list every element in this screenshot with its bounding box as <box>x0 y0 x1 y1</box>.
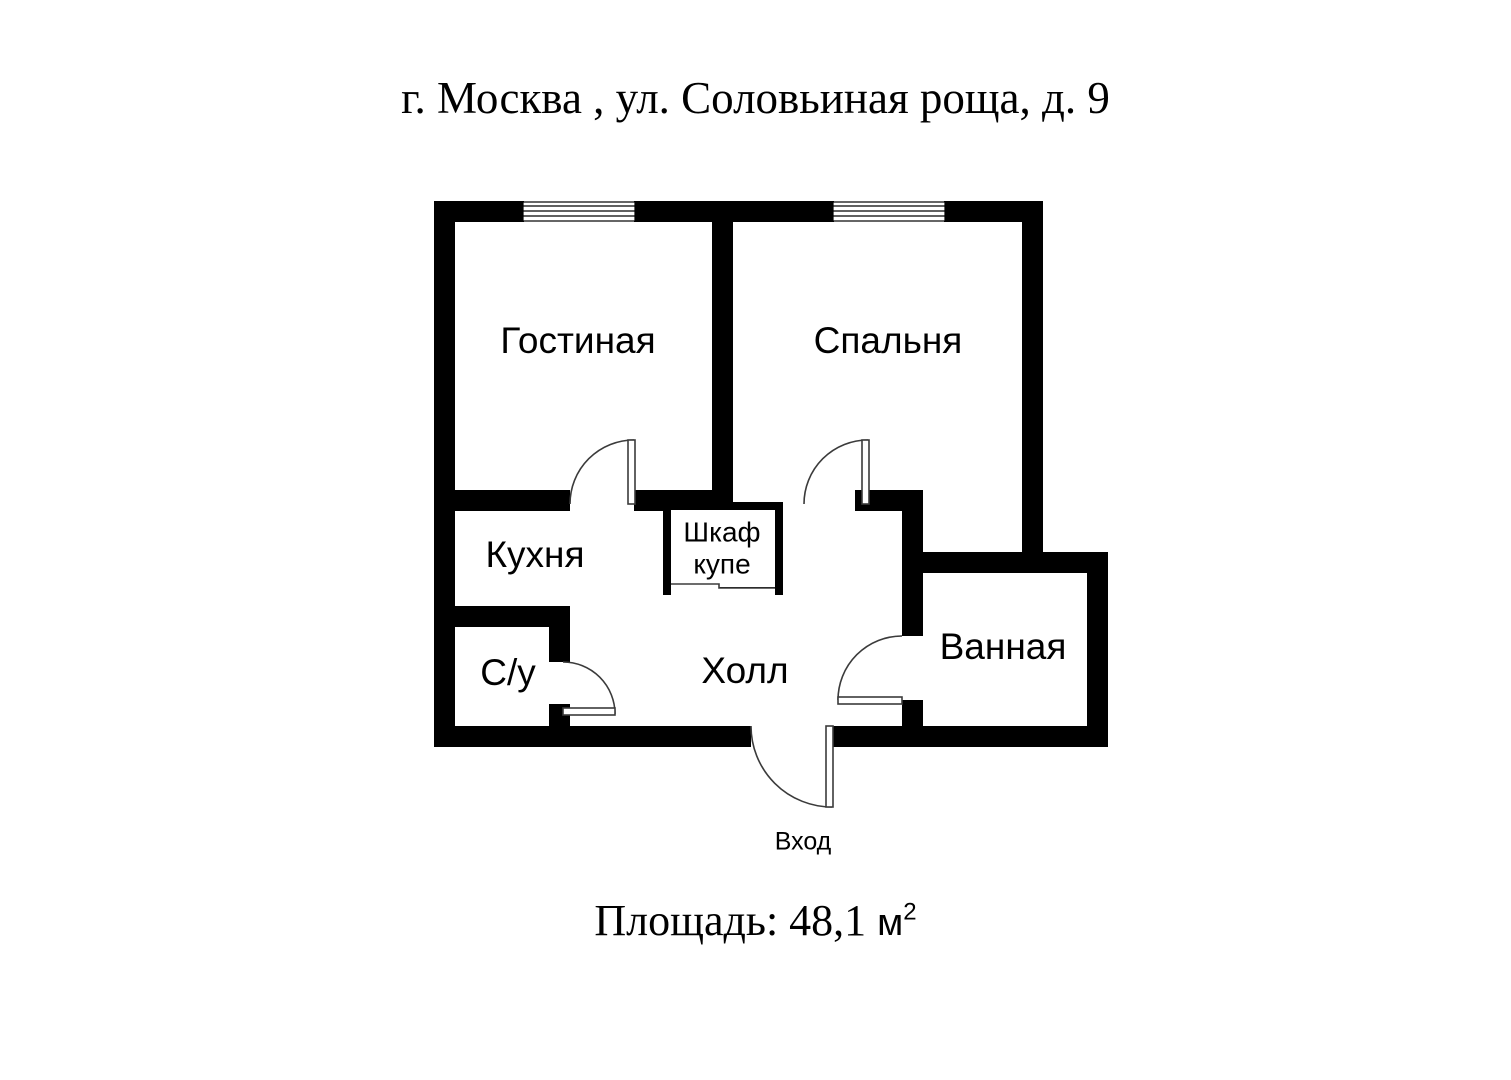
wall-top-middle-segment <box>634 201 834 222</box>
wall-kitchen-top <box>434 490 570 511</box>
wall-bathroom-right <box>1087 552 1108 747</box>
wall-top-left-segment <box>434 201 524 222</box>
wall-bathroom-left-upper <box>902 490 923 573</box>
page-title: г. Москва , ул. Соловьиная роща, д. 9 <box>401 73 1110 123</box>
label-bathroom: Ванная <box>940 626 1067 667</box>
label-living-room: Гостиная <box>500 320 655 361</box>
window-living-room <box>522 201 636 222</box>
label-closet-line1: Шкаф <box>683 516 760 547</box>
wall-living-bedroom-divider <box>712 201 733 506</box>
window-bedroom <box>832 201 946 222</box>
wall-toilet-top <box>434 606 570 627</box>
label-closet-line2: купе <box>693 548 750 579</box>
wall-left-outer <box>434 201 455 747</box>
door-bedroom <box>803 439 870 505</box>
label-entrance: Вход <box>775 828 832 856</box>
wall-right-bedroom <box>1022 201 1043 573</box>
area-caption-unit: м <box>877 902 904 944</box>
area-caption-value: 48,1 <box>789 896 867 945</box>
label-kitchen: Кухня <box>485 534 584 575</box>
wall-toilet-right-upper <box>549 606 570 662</box>
wall-bottom-left <box>434 726 751 747</box>
door-bathroom <box>837 635 903 705</box>
wall-bathroom-top <box>922 552 1108 573</box>
area-caption-exponent: 2 <box>903 898 917 926</box>
door-toilet <box>562 661 616 716</box>
wall-bottom-right <box>832 726 1108 747</box>
window-group <box>522 201 946 222</box>
label-hall: Холл <box>701 650 788 691</box>
wall-bathroom-left-top-stub <box>902 573 923 636</box>
label-toilet: С/у <box>480 652 536 693</box>
door-entrance <box>750 725 834 808</box>
area-caption-label: Площадь: <box>594 896 779 945</box>
wall-bathroom-left-lower <box>902 700 923 747</box>
label-bedroom: Спальня <box>814 320 963 361</box>
door-group <box>562 439 903 808</box>
wall-top-right-segment <box>944 201 1043 222</box>
door-living-room <box>569 439 636 505</box>
closet-shkaf-kupe <box>663 502 783 595</box>
area-caption: Площадь: 48,1 м2 <box>0 895 1511 946</box>
room-label-group: Гостиная Спальня Кухня Шкаф купе С/у Хол… <box>480 320 1066 856</box>
